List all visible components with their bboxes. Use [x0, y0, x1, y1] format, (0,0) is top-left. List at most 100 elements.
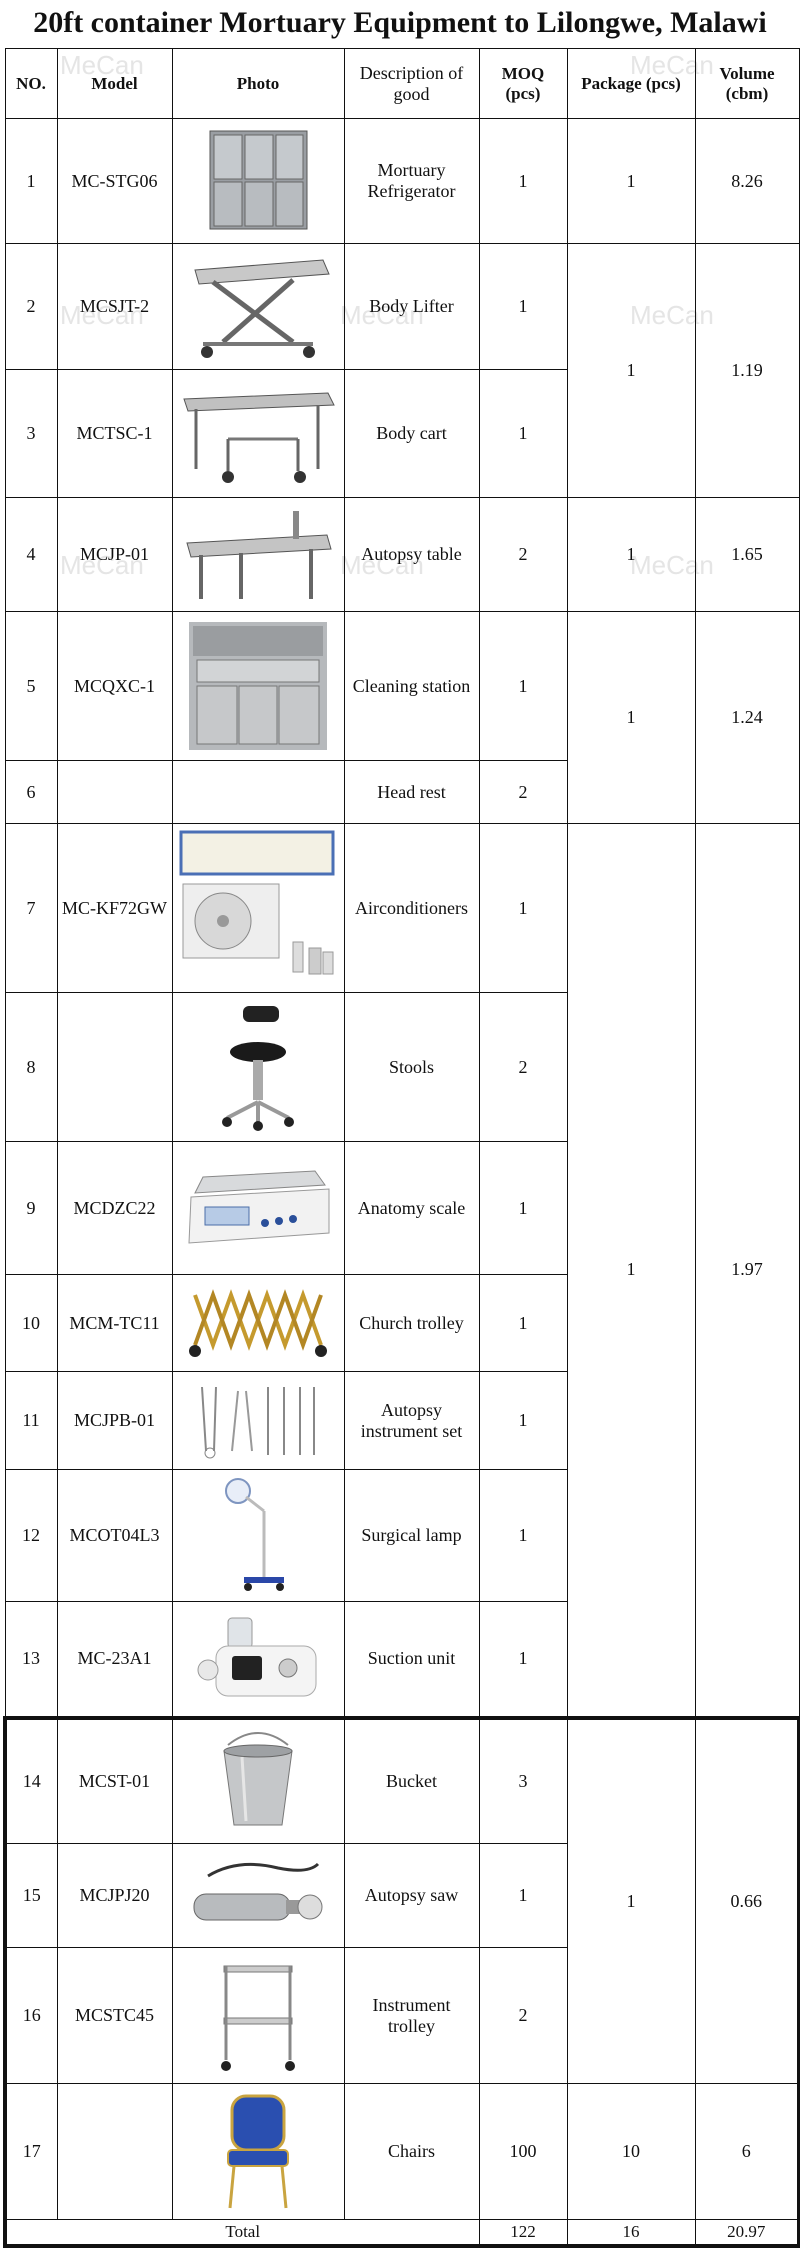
model-cell: MCJP-01	[56, 497, 173, 612]
body-cart-photo	[183, 391, 335, 483]
package-cell: 10	[566, 2083, 696, 2220]
description-cell: Instrument trolley	[343, 1947, 480, 2084]
description-cell: Autopsy table	[343, 497, 480, 612]
description-cell: Anatomy scale	[343, 1141, 480, 1275]
header-volume: Volume (cbm)	[694, 48, 800, 119]
table-row: 4 MCJP-01 Autopsy table 2 1 1.65	[4, 497, 800, 612]
row-number: 17	[3, 2083, 58, 2220]
moq-cell: 1	[478, 611, 568, 761]
total-row: Total 122 16 20.97	[3, 2219, 800, 2248]
photo-cell	[171, 823, 345, 993]
stool-photo	[222, 1006, 294, 1131]
moq-cell: 2	[478, 992, 568, 1142]
autopsy-saw-photo	[193, 1862, 323, 1920]
page-title: 20ft container Mortuary Equipment to Lil…	[33, 6, 767, 39]
row-number: 13	[4, 1601, 58, 1718]
volume-cell: 6	[694, 2083, 800, 2220]
package-cell: 1	[566, 823, 696, 1718]
model-cell: MCSTC45	[56, 1947, 173, 2084]
table-row: 5 MCQXC-1 Cleaning station 1 1 1.24	[4, 611, 800, 824]
equipment-table: NO. Model Photo Description of good MOQ …	[3, 48, 800, 2248]
row-number: 4	[4, 497, 58, 612]
photo-cell	[171, 2083, 345, 2220]
table-row: 2 MCSJT-2 Body Lifter 1 1 1.19	[4, 243, 800, 498]
church-trolley-photo	[189, 1289, 327, 1357]
row-number: 1	[4, 118, 58, 244]
moq-cell: 2	[478, 1947, 568, 2084]
moq-cell: 1	[478, 1274, 568, 1372]
header-moq: MOQ (pcs)	[478, 48, 568, 119]
total-label: Total	[3, 2219, 480, 2248]
volume-cell: 1.24	[694, 611, 800, 824]
model-cell: MC-23A1	[56, 1601, 173, 1718]
header-photo: Photo	[171, 48, 345, 119]
moq-cell: 1	[478, 243, 568, 370]
description-cell: Bucket	[343, 1715, 480, 1844]
moq-cell: 1	[478, 823, 568, 993]
table-row: 13 MC-23A1 Suction unit 1	[4, 1601, 799, 1718]
row-number: 2	[4, 243, 58, 370]
description-cell: Church trolley	[343, 1274, 480, 1372]
package-cell: 1	[566, 611, 696, 824]
photo-cell	[171, 497, 345, 612]
model-cell: MCST-01	[56, 1715, 173, 1844]
body-lifter-photo	[194, 258, 330, 358]
model-cell: MCJPB-01	[56, 1371, 173, 1470]
model-cell: MCSJT-2	[56, 243, 173, 370]
volume-cell: 8.26	[694, 118, 800, 244]
table-row: 1 MC-STG06 Mortuary Refrigerator 1 1 8.2…	[4, 118, 800, 244]
photo-cell	[171, 118, 345, 244]
description-cell: Stools	[343, 992, 480, 1142]
table-row: 14 MCST-01 Bucket 3 1 0.66	[3, 1715, 800, 2084]
table-row: 3 MCTSC-1 Body cart 1	[4, 369, 799, 498]
model-cell: MCOT04L3	[56, 1469, 173, 1602]
row-number: 9	[4, 1141, 58, 1275]
description-cell: Suction unit	[343, 1601, 480, 1718]
table-row: 11 MCJPB-01 Autopsy instrument set 1	[4, 1371, 799, 1470]
model-cell	[56, 760, 173, 824]
photo-cell	[171, 1947, 345, 2084]
moq-cell: 100	[478, 2083, 568, 2220]
description-cell: Mortuary Refrigerator	[343, 118, 480, 244]
moq-cell: 3	[478, 1715, 568, 1844]
row-number: 10	[4, 1274, 58, 1372]
description-cell: Autopsy instrument set	[343, 1371, 480, 1470]
volume-cell: 1.97	[694, 823, 800, 1718]
description-cell: Chairs	[343, 2083, 480, 2220]
row-number: 6	[4, 760, 58, 824]
moq-cell: 1	[478, 369, 568, 498]
model-cell	[56, 992, 173, 1142]
header-no: NO.	[4, 48, 58, 119]
package-cell: 1	[566, 243, 696, 498]
autopsy-table-photo	[185, 510, 332, 599]
photo-cell	[171, 1715, 345, 1844]
moq-cell: 1	[478, 118, 568, 244]
row-number: 16	[3, 1947, 58, 2084]
moq-cell: 1	[478, 1601, 568, 1718]
photo-cell	[171, 369, 345, 498]
description-cell: Head rest	[343, 760, 480, 824]
model-cell: MCJPJ20	[56, 1843, 173, 1948]
table-row: 8 Stools 2	[4, 992, 799, 1142]
header-package: Package (pcs)	[566, 48, 696, 119]
cleaning-station-photo	[189, 622, 327, 750]
photo-cell	[171, 611, 345, 761]
photo-cell	[171, 1371, 345, 1470]
moq-cell: 2	[478, 760, 568, 824]
volume-cell: 0.66	[694, 1715, 800, 2084]
moq-cell: 2	[478, 497, 568, 612]
model-cell: MCQXC-1	[56, 611, 173, 761]
row-number: 7	[4, 823, 58, 993]
instrument-trolley-photo	[221, 1965, 295, 2071]
moq-cell: 1	[478, 1141, 568, 1275]
row-number: 11	[4, 1371, 58, 1470]
table-row: 10 MCM-TC11 Church trolley 1	[4, 1274, 799, 1372]
moq-cell: 1	[478, 1469, 568, 1602]
row-number: 14	[3, 1715, 58, 1844]
table-row: 15 MCJPJ20 Autopsy saw 1	[3, 1843, 799, 1948]
package-cell: 1	[566, 118, 696, 244]
table-row: 6 Head rest 2	[4, 760, 799, 824]
scale-photo	[188, 1170, 330, 1244]
table-row: 16 MCSTC45 Instrument trolley 2	[3, 1947, 799, 2084]
table-row: 12 MCOT04L3 Surgical lamp 1	[4, 1469, 799, 1602]
